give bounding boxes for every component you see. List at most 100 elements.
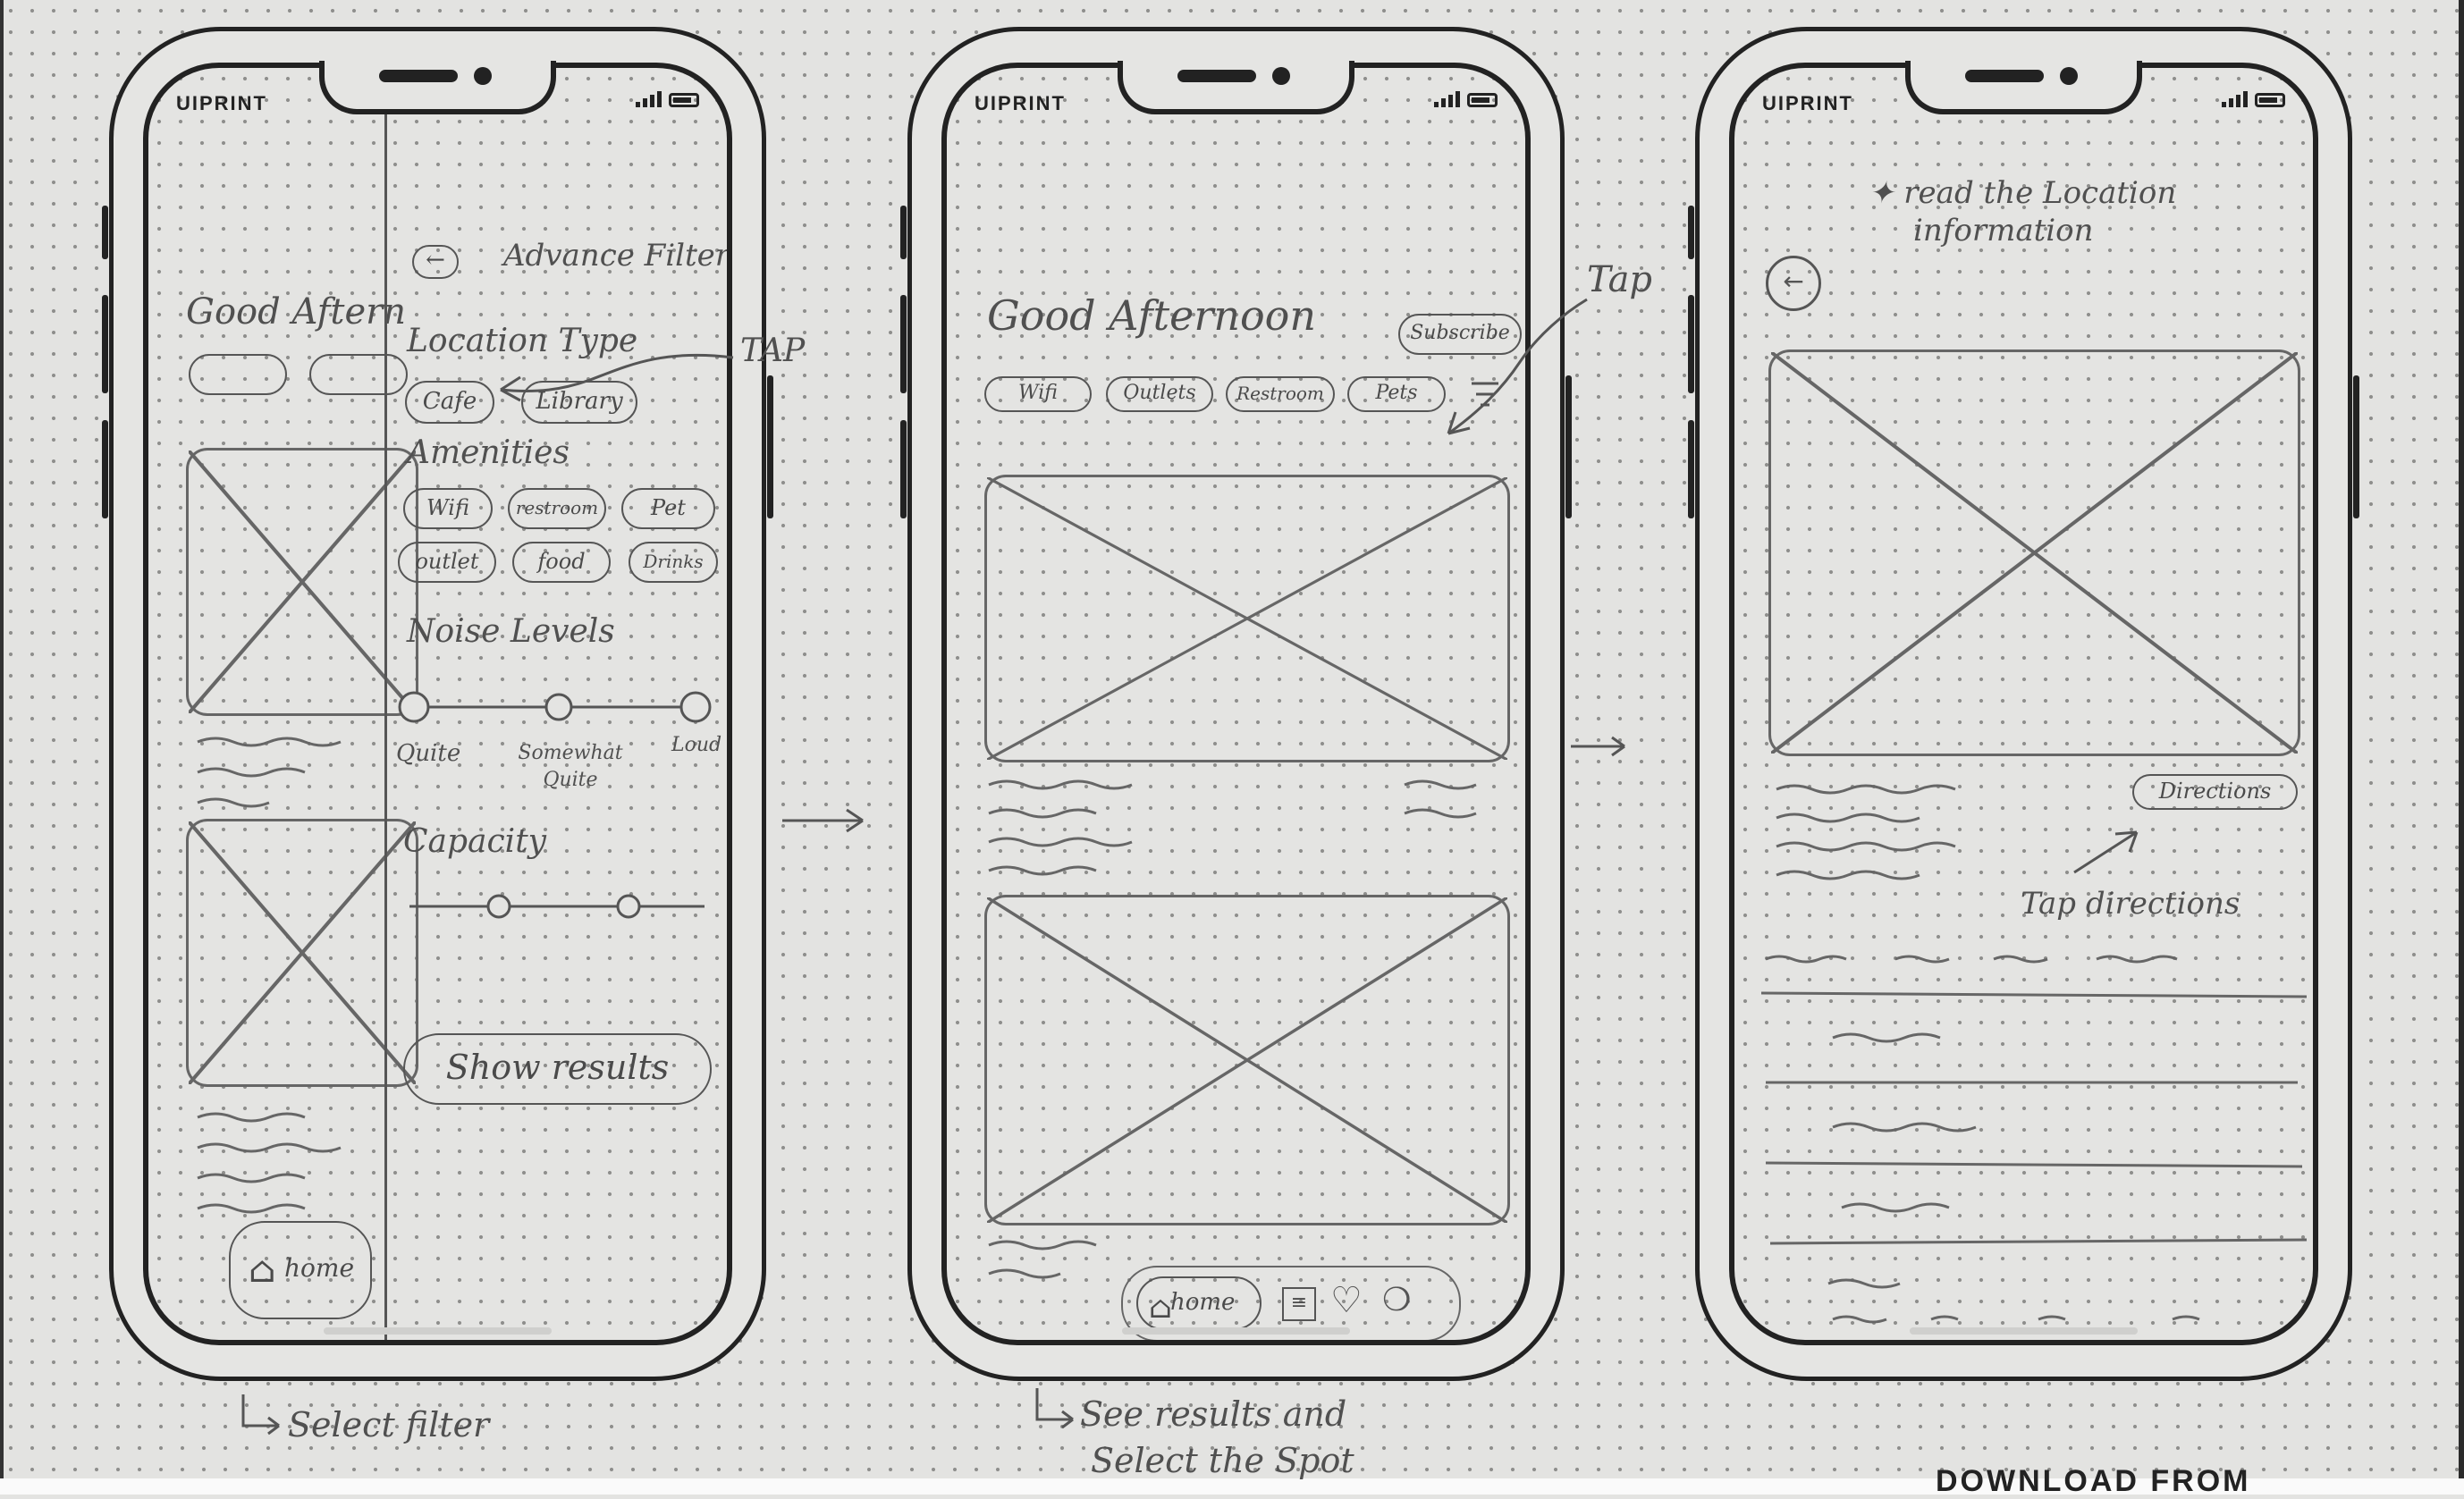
caption-select-filter: Select filter [288, 1405, 490, 1444]
text-placeholder-lines [1776, 784, 1956, 880]
noise-label-quite: Quite [396, 740, 461, 767]
chip-drinks[interactable]: Drinks [629, 542, 718, 583]
status-icons [2222, 91, 2285, 107]
mute-switch [900, 206, 907, 259]
greeting-text: Good Afternoon [987, 291, 1316, 340]
home-label: home [1170, 1289, 1236, 1316]
tap-arrow-annotation [500, 353, 734, 402]
home-label: home [284, 1253, 355, 1283]
directions-button[interactable]: Directions [2132, 774, 2298, 810]
caption-arrow-icon [1035, 1388, 1074, 1429]
chip-wifi[interactable]: Wifi [984, 376, 1092, 412]
speaker [1177, 70, 1256, 82]
location-type-heading: Location Type [407, 323, 638, 359]
camera-icon [2060, 67, 2078, 85]
signal-icon [636, 91, 662, 107]
text-placeholder-lines [988, 1240, 1097, 1279]
subscribe-button[interactable]: Subscribe [1398, 314, 1522, 355]
image-placeholder[interactable] [186, 819, 418, 1087]
heart-icon[interactable]: ♡ [1330, 1280, 1363, 1321]
power-button [2353, 375, 2359, 518]
location-hero-image [1768, 349, 2300, 756]
brand-label: UIPRINT [176, 92, 267, 114]
chip-wifi[interactable]: Wifi [403, 488, 493, 529]
list-icon[interactable]: ≡ [1282, 1287, 1316, 1321]
read-annotation-line2: information [1913, 213, 2094, 248]
phone-filter-screen: Good Aftern ⌂ home ← Advance Filters Loc… [102, 27, 773, 1381]
battery-icon [669, 93, 699, 107]
chip-food[interactable]: food [512, 542, 611, 583]
volume-down-button [102, 420, 108, 518]
home-indicator [1910, 1327, 2138, 1335]
volume-up-button [900, 295, 907, 393]
chip-library[interactable]: Library [521, 381, 637, 424]
chip-outlet[interactable]: outlet [398, 542, 496, 583]
chip-restroom[interactable]: Restroom [1226, 376, 1335, 412]
caption-arrow-icon [241, 1394, 280, 1436]
noise-label-somewhat: Somewhat Quite [518, 742, 623, 791]
notch [1118, 61, 1354, 114]
back-arrow-icon: ← [426, 247, 445, 274]
tap-directions-annotation: Tap directions [2021, 886, 2240, 922]
home-icon: ⌂ [249, 1250, 276, 1291]
screen: Good Aftern ⌂ home ← Advance Filters Loc… [143, 63, 732, 1345]
status-icons [636, 91, 699, 107]
brand-label: UIPRINT [1762, 92, 1853, 114]
volume-down-button [900, 420, 907, 518]
volume-up-button [102, 295, 108, 393]
read-annotation-line1: ✦ read the Location [1869, 175, 2177, 211]
result-card-image[interactable] [984, 895, 1510, 1225]
home-indicator [324, 1327, 552, 1335]
volume-down-button [1688, 420, 1694, 518]
chat-icon[interactable]: ❍ [1382, 1282, 1412, 1318]
phone-results-screen: Good Afternoon Subscribe Wifi Outlets Re… [900, 27, 1572, 1381]
home-icon: ⌂ [1149, 1290, 1172, 1326]
tap-arrow-annotation [1447, 298, 1588, 435]
speaker [1965, 70, 2044, 82]
brand-label: UIPRINT [975, 92, 1066, 114]
back-button[interactable]: ← [1766, 256, 1821, 311]
signal-icon [1434, 91, 1460, 107]
amenities-heading: Amenities [407, 434, 570, 471]
screen: ✦ read the Location information ← Direct… [1729, 63, 2318, 1345]
tap-annotation: TAP [740, 333, 806, 369]
power-button [767, 375, 773, 518]
read-annotation-text: read the Location [1903, 175, 2177, 211]
back-arrow-icon: ← [1783, 266, 1804, 296]
mute-switch [102, 206, 108, 259]
speaker [379, 70, 458, 82]
chip[interactable] [189, 354, 287, 395]
signal-icon [2222, 91, 2248, 107]
nav-home-button[interactable]: ⌂ home [1136, 1276, 1262, 1330]
capacity-slider[interactable] [387, 888, 727, 924]
noise-slider[interactable] [387, 685, 727, 729]
noise-heading: Noise Levels [407, 613, 615, 650]
power-button [1565, 375, 1572, 518]
text-placeholder-lines [197, 737, 342, 808]
text-placeholder-lines [197, 1112, 342, 1214]
camera-icon [1272, 67, 1290, 85]
screen: Good Afternoon Subscribe Wifi Outlets Re… [941, 63, 1531, 1345]
battery-icon [2255, 93, 2285, 107]
chip-pets[interactable]: Pets [1347, 376, 1446, 412]
battery-icon [1467, 93, 1498, 107]
caption-results-line1: See results and [1080, 1394, 1347, 1434]
nav-home-button[interactable]: ⌂ home [229, 1221, 372, 1319]
info-placeholder-lines [1760, 955, 2308, 1324]
text-placeholder-lines [988, 779, 1477, 876]
result-card-image[interactable] [984, 475, 1510, 762]
chip-restroom[interactable]: restroom [508, 488, 606, 529]
chip-cafe[interactable]: Cafe [405, 381, 494, 424]
image-placeholder[interactable] [186, 448, 418, 716]
chip-outlets[interactable]: Outlets [1106, 376, 1213, 412]
notch [1905, 61, 2142, 114]
bottom-nav: ⌂ home ≡ ♡ ❍ [1121, 1266, 1461, 1340]
back-button[interactable]: ← [412, 245, 459, 279]
show-results-button[interactable]: Show results [403, 1033, 712, 1105]
chip-pet[interactable]: Pet [621, 488, 715, 529]
footer-download-text: DOWNLOAD FROM [1936, 1464, 2251, 1498]
tap-annotation: Tap [1587, 259, 1653, 300]
chip[interactable] [309, 354, 408, 395]
flow-arrow-icon [782, 808, 864, 833]
filter-drawer: ← Advance Filters Location Type Cafe Lib… [384, 68, 727, 1340]
